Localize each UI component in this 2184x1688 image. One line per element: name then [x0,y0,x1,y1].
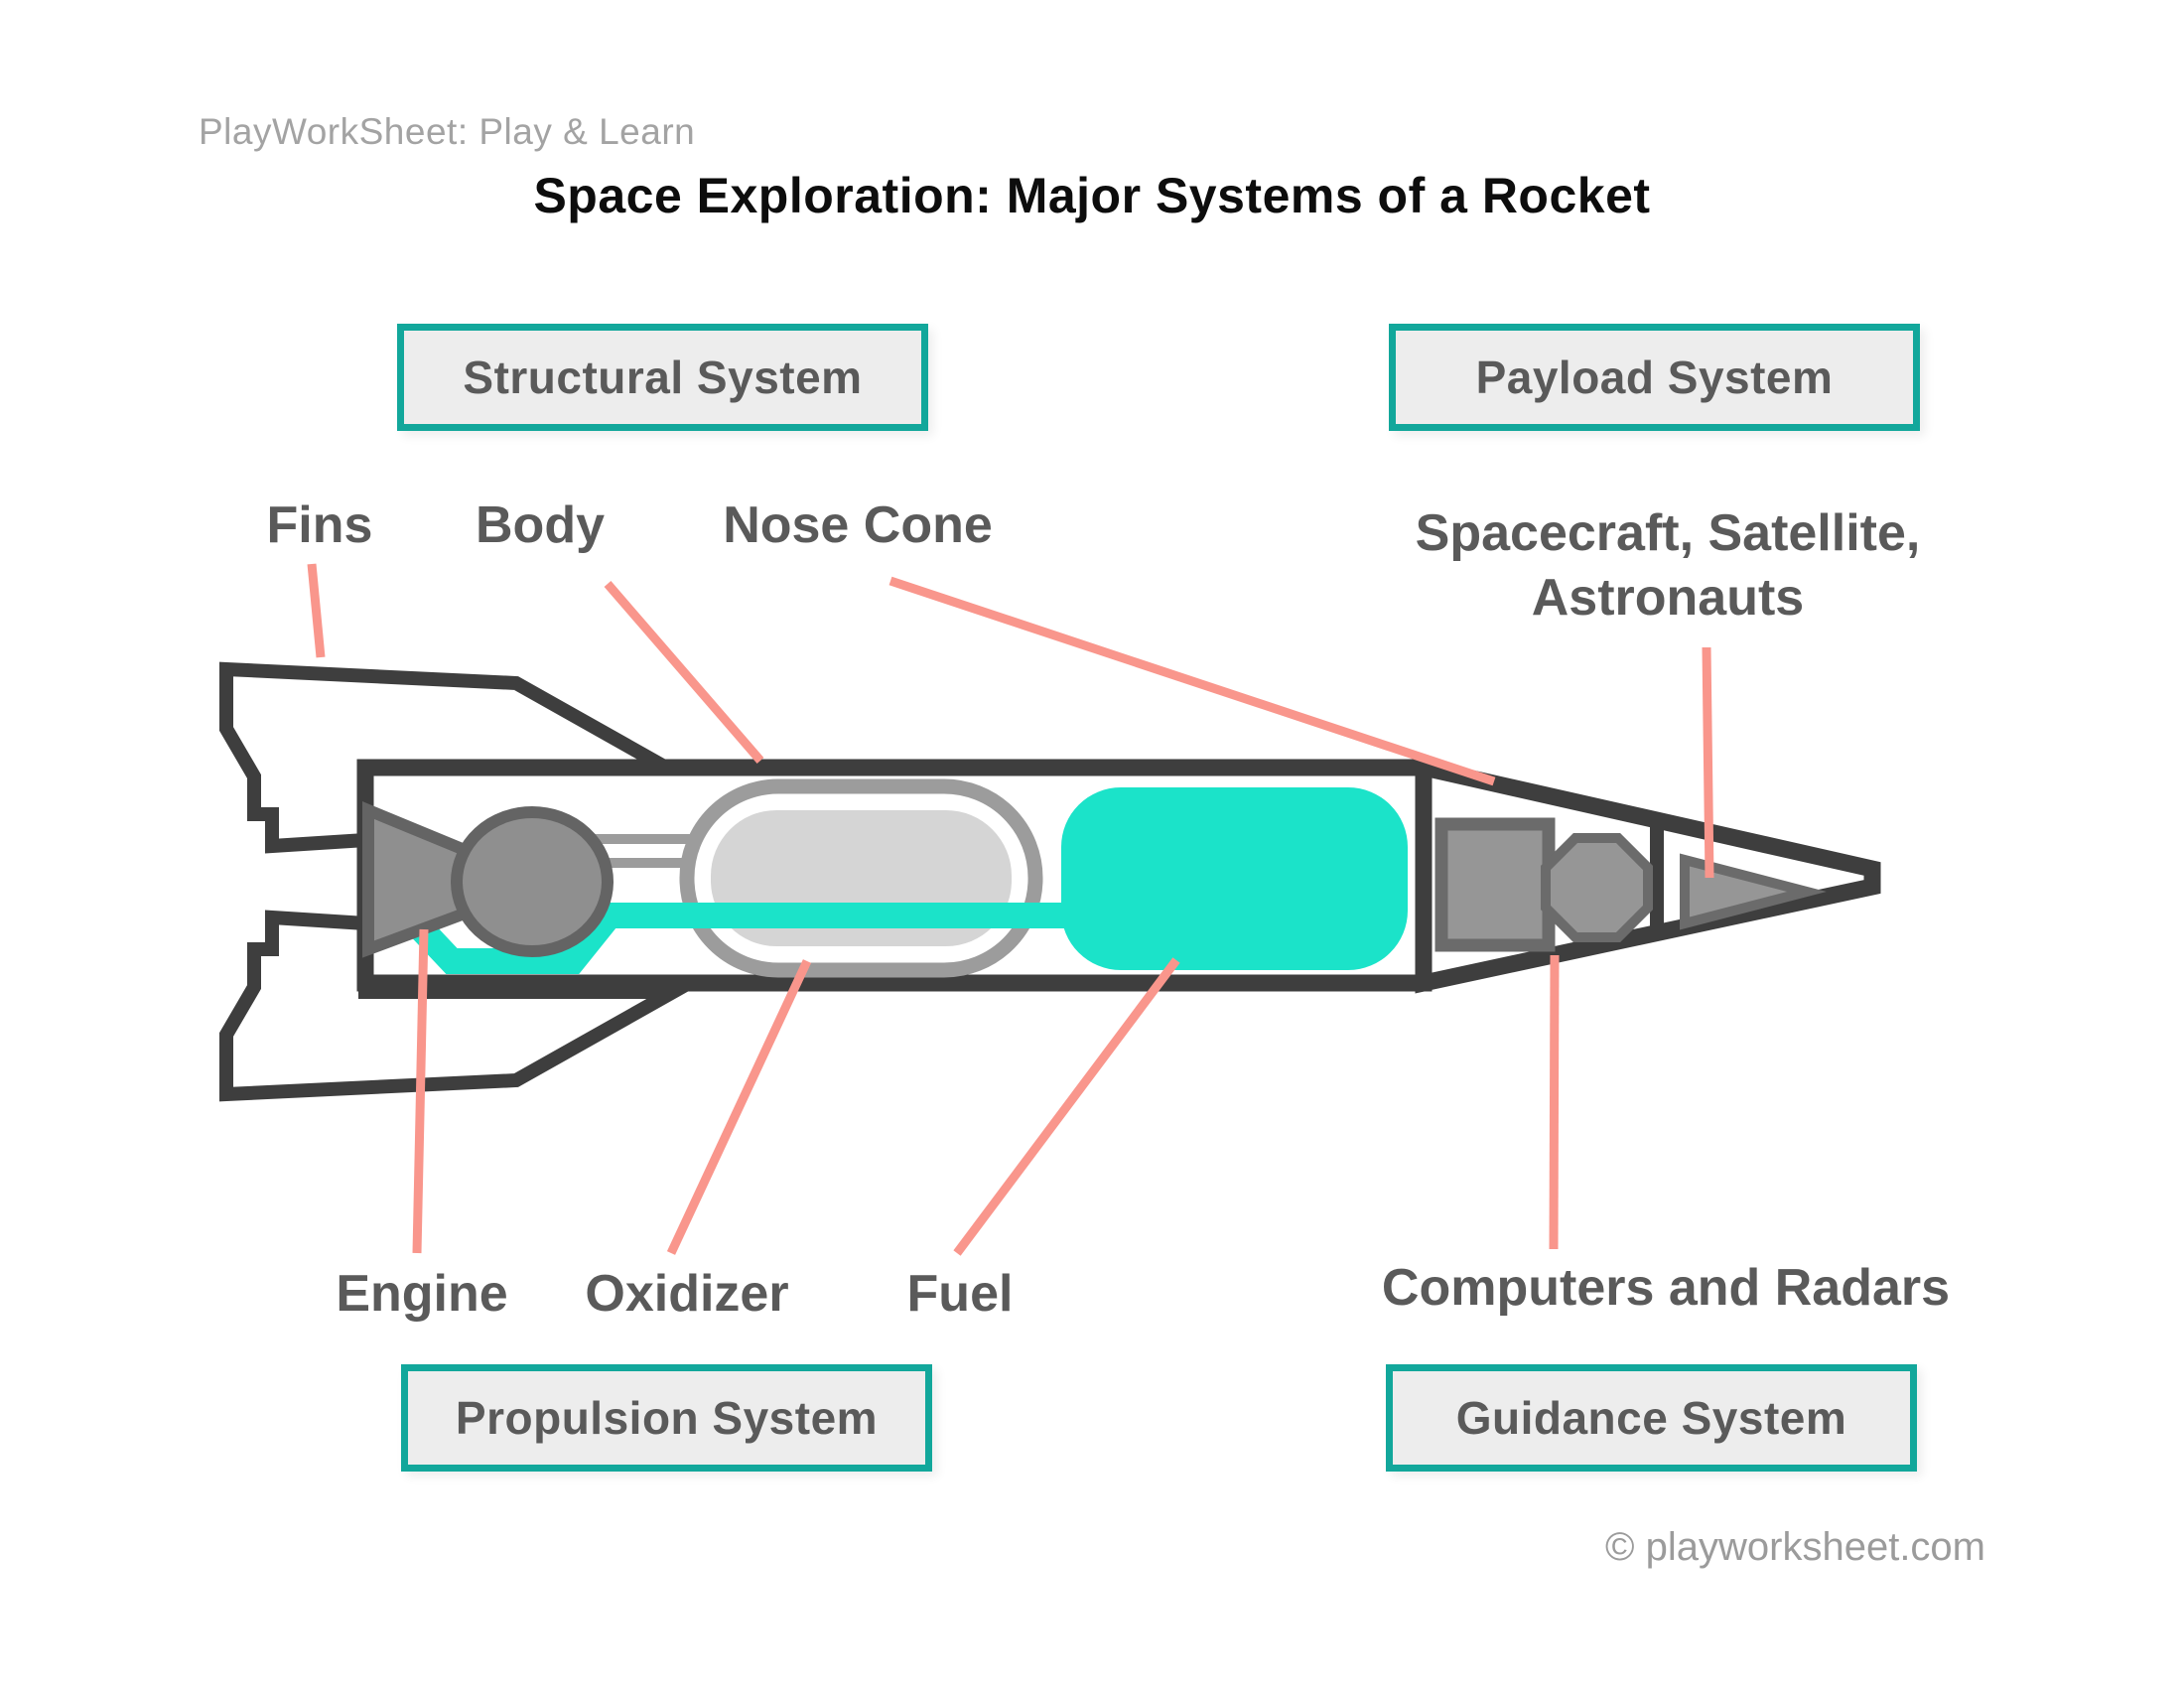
spacecraft-label-line2: Astronauts [1531,569,1805,627]
engine-label: Engine [336,1265,508,1323]
structural-system-box: Structural System [397,324,928,431]
fuel-tank-shape [1061,787,1408,970]
fins-leader-line [307,563,326,658]
payload-spacecraft-shape [1680,853,1827,930]
propulsion-system-label: Propulsion System [455,1392,879,1444]
engine-leader-line [412,928,429,1254]
oxidizer-leader-line [666,959,812,1255]
structural-system-label: Structural System [463,352,863,403]
fuel-label: Fuel [906,1265,1014,1323]
fins-label: Fins [266,496,373,554]
copyright-text: © playworksheet.com [1605,1525,1985,1569]
spacecraft-label: Spacecraft, Satellite, Astronauts [1416,501,1921,631]
brand-text: PlayWorkSheet: Play & Learn [199,111,696,152]
guidance-system-box: Guidance System [1386,1364,1917,1472]
fuel-leader-line [953,957,1180,1256]
lower-fin-shape [219,910,700,1102]
guidance-system-label: Guidance System [1455,1392,1847,1444]
payload-system-box: Payload System [1389,324,1920,431]
computer-module-shape [1434,817,1556,952]
computers-leader-line [1549,954,1560,1250]
body-label: Body [476,496,605,554]
propulsion-system-box: Propulsion System [401,1364,932,1472]
engine-combustion-chamber [451,806,614,957]
oxidizer-label: Oxidizer [585,1265,789,1323]
spacecraft-leader-line [1702,646,1714,879]
fuel-pipe-shape [375,882,1082,974]
spacecraft-label-line1: Spacecraft, Satellite, [1415,504,1921,562]
body-leader-line [604,581,764,764]
nose-cone-label: Nose Cone [723,496,993,554]
payload-system-label: Payload System [1475,352,1834,403]
computers-label: Computers and Radars [1381,1259,1951,1317]
upper-fin-shape [219,661,700,854]
nose-cone-leader-line [888,576,1496,786]
page-title: Space Exploration: Major Systems of a Ro… [533,168,1651,223]
radar-module-shape [1541,833,1653,942]
